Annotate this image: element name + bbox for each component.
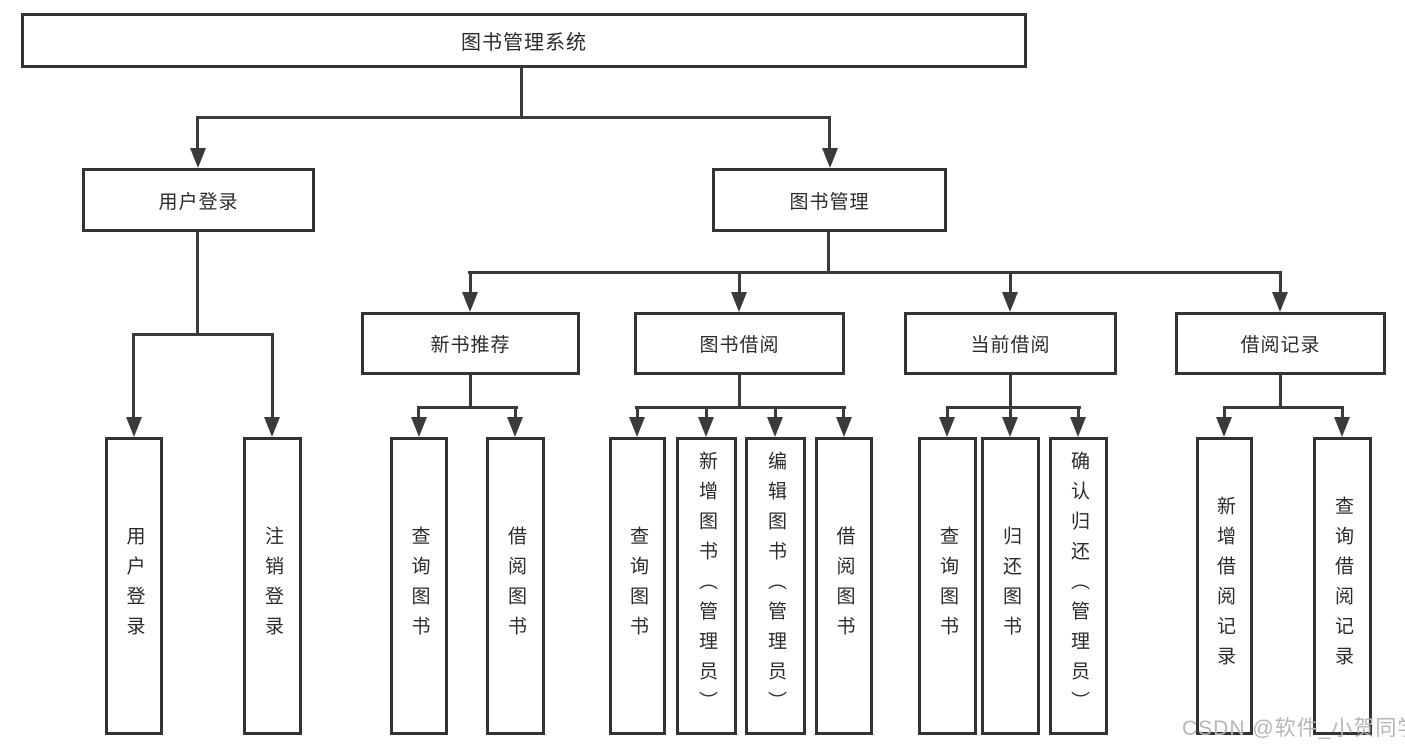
leaf-query-books-borrow: 查询图书 [609, 437, 666, 735]
connector-drop-book-management [828, 116, 831, 152]
node-label: 图书管理系统 [461, 32, 587, 54]
node-label: 用户登录 [158, 191, 239, 213]
leaf-label: 查询借阅记录 [1332, 496, 1353, 676]
leaf-query-borrow-record: 查询借阅记录 [1313, 437, 1372, 735]
connector-drop-borrow-records [1279, 271, 1282, 294]
leaf-label: 借阅图书 [505, 526, 526, 646]
connector-drop-user-login [196, 116, 199, 152]
arrow-down-icon [1334, 417, 1350, 437]
leaf-edit-book-admin: 编辑图书（管理员） [745, 437, 806, 735]
connector-drop-book-borrow [738, 271, 741, 294]
connector-drop-leaf [417, 406, 420, 419]
arrow-down-icon [731, 292, 747, 312]
connector-current-borrow-stem [1009, 375, 1012, 409]
connector-user-login-splitter [132, 333, 274, 336]
watermark-text: CSDN @软件_小贺同学 [1182, 717, 1405, 740]
connector-user-login-stem [196, 232, 199, 335]
connector-drop-new-book [469, 271, 472, 294]
arrow-down-icon [822, 148, 838, 168]
connector-root-splitter [196, 116, 831, 119]
arrow-down-icon [507, 417, 523, 437]
arrow-down-icon [1216, 417, 1232, 437]
leaf-label: 确认归还（管理员） [1068, 451, 1089, 721]
leaf-borrow-books: 借阅图书 [815, 437, 873, 735]
leaf-query-books-current: 查询图书 [918, 437, 977, 735]
leaf-user-login: 用户登录 [105, 437, 163, 735]
connector-new-book-stem [469, 375, 472, 409]
connector-current-borrow-splitter [946, 406, 1081, 409]
connector-drop-leaf [1077, 406, 1080, 419]
connector-root-stem [520, 68, 523, 119]
connector-drop-leaf [132, 333, 135, 419]
arrow-down-icon [629, 417, 645, 437]
leaf-borrow-books-recommend: 借阅图书 [486, 437, 545, 735]
leaf-label: 编辑图书（管理员） [765, 451, 786, 721]
connector-drop-leaf [774, 406, 777, 419]
leaf-label: 新增借阅记录 [1214, 496, 1235, 676]
leaf-logout: 注销登录 [243, 437, 302, 735]
connector-drop-leaf [946, 406, 949, 419]
leaf-label: 查询图书 [408, 526, 430, 646]
connector-drop-leaf [705, 406, 708, 419]
leaf-query-books-recommend: 查询图书 [390, 437, 448, 735]
arrow-down-icon [264, 417, 280, 437]
leaf-return-books: 归还图书 [981, 437, 1040, 735]
leaf-label: 查询图书 [937, 526, 958, 646]
leaf-label: 注销登录 [262, 526, 283, 646]
arrow-down-icon [698, 417, 714, 437]
connector-drop-current-borrow [1009, 271, 1012, 294]
node-book-management: 图书管理 [712, 168, 947, 232]
connector-book-management-splitter [468, 271, 1282, 274]
node-label: 借阅记录 [1240, 335, 1321, 356]
arrow-down-icon [126, 417, 142, 437]
leaf-add-book-admin: 新增图书（管理员） [676, 437, 737, 735]
node-book-borrow: 图书借阅 [634, 312, 845, 375]
arrow-down-icon [411, 417, 427, 437]
connector-new-book-splitter [417, 406, 518, 409]
connector-drop-leaf [514, 406, 517, 419]
node-library-management-system: 图书管理系统 [21, 13, 1027, 68]
connector-drop-leaf [271, 333, 274, 419]
node-label: 图书管理 [789, 191, 870, 213]
arrow-down-icon [1070, 417, 1086, 437]
arrow-down-icon [1272, 292, 1288, 312]
node-label: 新书推荐 [430, 335, 511, 356]
leaf-label: 归还图书 [1000, 526, 1021, 646]
connector-drop-leaf [1223, 406, 1226, 419]
connector-book-borrow-splitter [635, 406, 846, 409]
connector-borrow-records-splitter [1223, 406, 1344, 409]
connector-book-management-stem [827, 232, 830, 274]
node-current-borrow: 当前借阅 [904, 312, 1117, 375]
arrow-down-icon [1002, 292, 1018, 312]
arrow-down-icon [190, 148, 206, 168]
connector-book-borrow-stem [738, 375, 741, 409]
leaf-label: 用户登录 [123, 526, 145, 646]
connector-drop-leaf [636, 406, 639, 419]
leaf-confirm-return-admin: 确认归还（管理员） [1049, 437, 1108, 735]
node-new-book-recommend: 新书推荐 [361, 312, 580, 375]
node-label: 图书借阅 [699, 335, 780, 356]
leaf-add-borrow-record: 新增借阅记录 [1196, 437, 1253, 735]
arrow-down-icon [939, 417, 955, 437]
node-borrow-records: 借阅记录 [1175, 312, 1386, 375]
connector-borrow-records-stem [1279, 375, 1282, 409]
connector-drop-leaf [1341, 406, 1344, 419]
node-user-login: 用户登录 [82, 168, 315, 232]
connector-drop-leaf [1009, 406, 1012, 419]
arrow-down-icon [462, 292, 478, 312]
leaf-label: 查询图书 [627, 526, 648, 646]
leaf-label: 新增图书（管理员） [696, 451, 717, 721]
arrow-down-icon [836, 417, 852, 437]
arrow-down-icon [1002, 417, 1018, 437]
leaf-label: 借阅图书 [833, 526, 855, 646]
arrow-down-icon [767, 417, 783, 437]
node-label: 当前借阅 [970, 335, 1051, 356]
connector-drop-leaf [842, 406, 845, 419]
